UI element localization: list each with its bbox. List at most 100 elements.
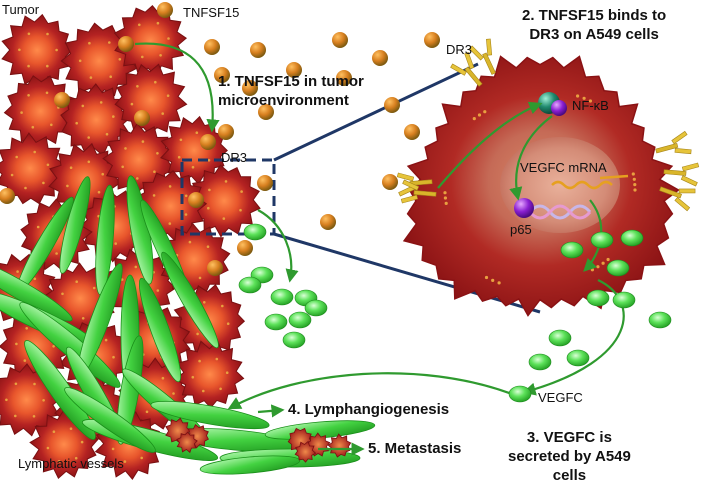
vegfc-molecule [548,329,572,347]
vegfc-molecule [560,241,584,259]
zoom-callout-box [180,158,276,236]
dr3-receptor [396,172,433,197]
tnfsf15-molecule [157,2,173,18]
tnfsf15-molecule [250,42,266,58]
step1-arrow [134,42,220,133]
vegfc-molecule [288,311,312,329]
tnfsf15-molecule [372,50,388,66]
step4-label: 4. Lymphangiogenesis [288,401,450,418]
dr3-receptor-label: DR3 [446,42,473,57]
tnfsf15-molecule [320,214,336,230]
tnfsf15-molecule [258,104,274,120]
metastatic-cell [294,440,317,463]
metastatic-tumor-cells [165,417,352,463]
lymphatic-vessel [150,400,270,430]
tnfsf15-molecule [118,36,134,52]
signal-arrow [437,101,543,189]
tumor-cell [160,115,228,185]
tnfsf15-molecule [204,39,220,55]
dr3-receptor [400,179,437,204]
tnfsf15-molecule [218,124,234,140]
tumor-cell [187,164,261,238]
tumor-cell [113,4,188,78]
lymphatic-vessel [199,455,301,475]
tnfsf15-molecule [242,80,258,96]
tnfsf15-molecule [257,175,273,191]
lymphatic-vessel [24,340,96,440]
step1-label: 1. TNFSF15 in tumor microenvironment [218,73,364,109]
vegfc-molecule [528,353,552,371]
tnfsf15-molecule [332,32,348,48]
dr3-receptor [663,162,700,187]
tnfsf15-molecule [384,97,400,113]
vegfc-molecules [238,223,672,403]
lymphatic-vessels-label: Lymphatic vessels [18,456,124,471]
vegfc-mrna-strand [528,174,629,220]
step2-label: 2. TNFSF15 binds to DR3 on A549 cells [522,7,667,43]
tumor-cell [1,13,73,87]
tnfsf15-molecule [188,192,204,208]
metastatic-cell [176,431,198,454]
tnfsf15-molecules [0,2,440,276]
tnfsf15-molecule [214,67,230,83]
tnfsf15-molecule [237,240,253,256]
lymphatic-vessel [19,302,121,388]
tnfsf15-label: TNFSF15 [183,5,240,20]
vegfc-molecule [606,259,630,277]
dr3-receptor [468,38,496,75]
p65-label: p65 [510,222,532,237]
lymphatic-vessel [59,176,91,274]
vegfc-molecule [612,291,636,309]
lymphangiogenesis-arrow [257,404,285,418]
step3-label: 3. VEGFC is secreted by A549 cells [508,429,631,484]
tumor-cell [174,340,245,409]
nfkb-label: NF-κB [572,98,609,113]
dr3-receptors [396,38,700,212]
tnfsf15-molecule [424,32,440,48]
step5-label: 5. Metastasis [368,440,462,457]
dr3-receptor [450,52,483,87]
vegfc-molecule [264,313,288,331]
tnfsf15-molecule [382,174,398,190]
lymphatic-vessel [0,258,73,322]
vegfc-molecule [508,385,532,403]
nfkb-p65-subunit [551,100,567,116]
vegfc-molecule [566,349,590,367]
zoom-line-top [273,62,479,162]
vegfc-molecule [282,331,306,349]
tnfsf15-molecule [0,188,15,204]
tnfsf15-molecule [404,124,420,140]
lymphatic-vessels [0,175,376,475]
tnfsf15-molecule [134,110,150,126]
translocation-arrow [509,115,553,201]
tnfsf15-molecule [336,70,352,86]
vegfc-molecule [620,229,644,247]
vegfc-molecule [648,311,672,329]
vegfc-molecule [270,288,294,306]
lymphatic-vessel [64,387,156,453]
tumor-label: Tumor [2,2,40,17]
dr3-tumor-label: DR3 [221,150,248,165]
dr3-receptor [655,130,692,155]
vegfc-molecule [238,276,262,294]
lymphatic-vessel [161,251,219,349]
vegfc-molecule [243,223,267,241]
tnfsf15-molecule [286,62,302,78]
tumor-cell [114,63,188,137]
vegfc-molecule [304,299,328,317]
zoom-line-bottom [273,232,541,314]
vegfc-molecule [586,289,610,307]
lymphatic-vessel [138,277,182,383]
vegfc-mrna-label: VEGFC mRNA [520,160,607,175]
vegfc-molecule [590,231,614,249]
tnfsf15-molecule [207,260,223,276]
vegfc-out-arrow [522,279,625,396]
tnfsf15-molecule [200,134,216,150]
dr3-receptor [659,186,696,212]
p65-molecule [514,198,534,218]
a549-cell [402,55,680,317]
vegfc-release-arrow [257,209,299,283]
step4-arrow [227,372,513,410]
vegfc-label: VEGFC [538,390,583,405]
